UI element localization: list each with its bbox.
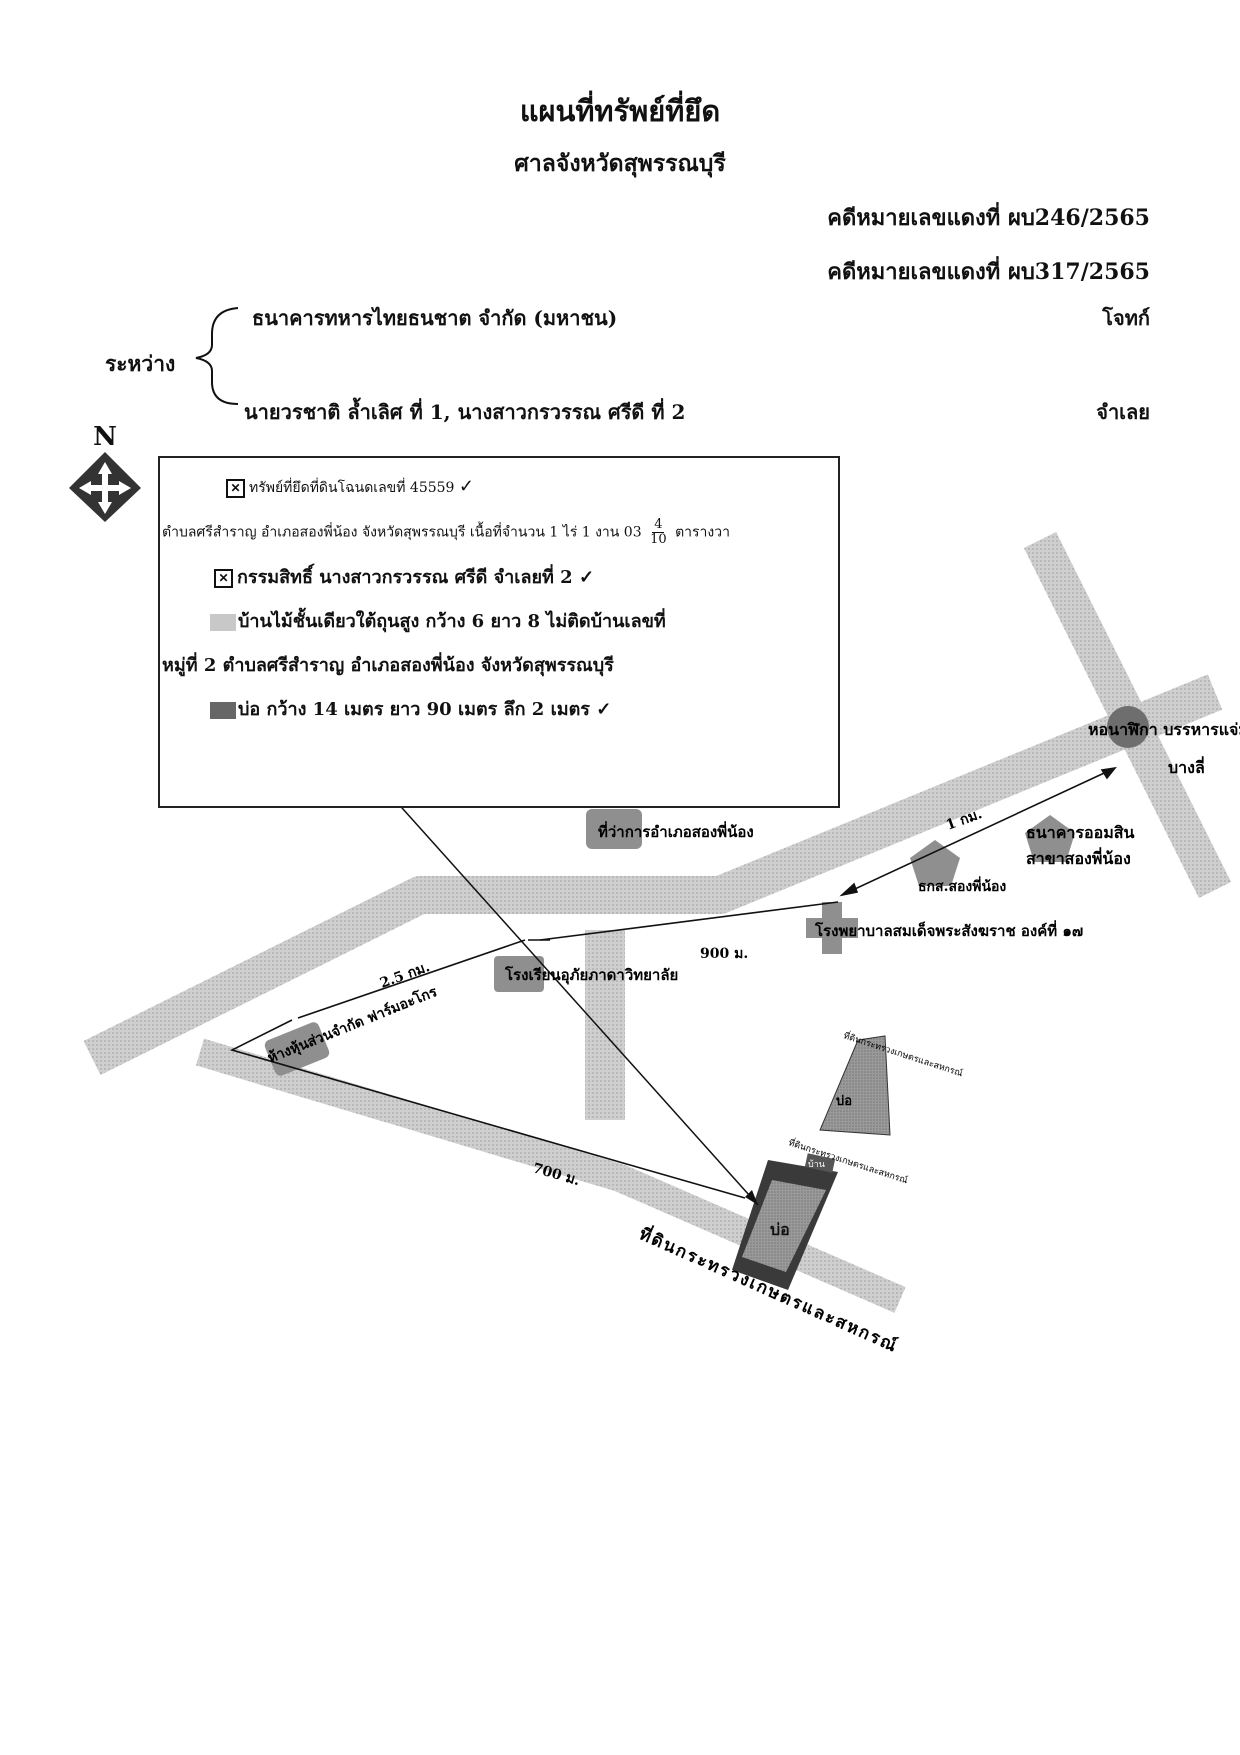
legend-item3-text: บ้านไม้ชั้นเดียวใต้ถุนสูง กว้าง 6 ยาว 8 … bbox=[238, 611, 666, 632]
pond-top-label: บ่อ bbox=[836, 1094, 852, 1109]
legend-item-land-detail: ตำบลศรีสำราญ อำเภอสองพี่น้อง จังหวัดสุพร… bbox=[162, 518, 730, 547]
case-number-2: คดีหมายเลขแดงที่ ผบ317/2565 bbox=[827, 259, 1150, 285]
house-plot-label: บ้าน bbox=[808, 1159, 825, 1170]
compass-arrows-icon bbox=[69, 452, 141, 522]
seized-house bbox=[804, 1153, 836, 1173]
district-office-label: ที่ว่าการอำเภอสองพี่น้อง bbox=[598, 821, 754, 841]
distance-arrow-1km bbox=[839, 766, 1117, 897]
farm-icon bbox=[264, 1022, 330, 1076]
distance-arrow-900m bbox=[528, 901, 839, 941]
north-compass: N bbox=[67, 424, 143, 524]
legend-item-pond: บ่อ กว้าง 14 เมตร ยาว 90 เมตร ลึก 2 เมตร… bbox=[210, 694, 611, 723]
legend-detail-text: ตำบลศรีสำราญ อำเภอสองพี่น้อง จังหวัดสุพร… bbox=[162, 524, 642, 541]
plaintiff-role: โจทก์ bbox=[1102, 306, 1150, 330]
distance-900m-label: 900 ม. bbox=[700, 946, 748, 962]
legend-mark-icon: ✕ bbox=[226, 478, 245, 498]
legend-pointer-arrow bbox=[745, 1190, 758, 1205]
distance-arrow-2-5km bbox=[297, 939, 526, 1019]
farm-label: ห้างหุ้นส่วนจำกัด ฟาร์มอะโกร bbox=[265, 982, 440, 1067]
hospital-icon bbox=[806, 902, 858, 954]
legend-item-ownership: ✕กรรมสิทธิ์ นางสาวกรวรรณ ศรีดี จำเลยที่ … bbox=[214, 562, 594, 591]
gsb-label: ธนาคารออมสิน bbox=[1026, 823, 1135, 842]
tower-sub-label: บางลี่ bbox=[1168, 756, 1205, 777]
defendant-name: นายวรชาติ ล้ำเลิศ ที่ 1, นางสาวกรวรรณ ศร… bbox=[244, 400, 686, 424]
legend-item-seized-land: ✕ทรัพย์ที่ยึดที่ดินโฉนดเลขที่ 45559 ✓ bbox=[226, 476, 474, 499]
case-number-1: คดีหมายเลขแดงที่ ผบ246/2565 bbox=[827, 205, 1150, 231]
pond-plot-label: บ่อ bbox=[770, 1220, 790, 1239]
legend-item4-text: บ่อ กว้าง 14 เมตร ยาว 90 เมตร ลึก 2 เมตร bbox=[238, 699, 590, 720]
map-title: แผนที่ทรัพย์ที่ยึด bbox=[519, 94, 721, 128]
check-mark-icon: ✓ bbox=[596, 699, 612, 720]
legend-box: ✕ทรัพย์ที่ยึดที่ดินโฉนดเลขที่ 45559 ✓ ตำ… bbox=[158, 456, 840, 808]
lower-road bbox=[195, 1038, 906, 1313]
school-label: โรงเรียนอุภัยภาดาวิทยาลัย bbox=[504, 965, 678, 985]
main-road bbox=[83, 674, 1223, 1076]
defendant-role: จำเลย bbox=[1096, 400, 1150, 424]
district-office-icon bbox=[586, 809, 642, 849]
plaintiff-name: ธนาคารทหารไทยธนชาต จำกัด (มหาชน) bbox=[252, 306, 618, 330]
brace-icon bbox=[195, 307, 239, 405]
moac-land-top bbox=[819, 1035, 891, 1136]
between-label: ระหว่าง bbox=[105, 351, 176, 376]
baac-label: ธกส.สองพี่น้อง bbox=[918, 876, 1006, 895]
gsb-sub-label: สาขาสองพี่น้อง bbox=[1026, 847, 1131, 868]
house-swatch bbox=[210, 613, 236, 631]
baac-bank-icon bbox=[910, 840, 960, 886]
check-mark-icon: ✓ bbox=[458, 476, 475, 497]
legend-item1-text: ทรัพย์ที่ยึดที่ดินโฉนดเลขที่ 45559 bbox=[249, 480, 455, 496]
seized-pond bbox=[742, 1180, 826, 1272]
check-mark-icon: ✓ bbox=[578, 567, 595, 588]
legend-detail-unit: ตารางวา bbox=[675, 524, 730, 541]
hospital-label: โรงพยาบาลสมเด็จพระสังฆราช องค์ที่ ๑๗ bbox=[814, 920, 1083, 940]
school-icon bbox=[494, 956, 544, 992]
legend-item2-text: กรรมสิทธิ์ นางสาวกรวรรณ ศรีดี จำเลยที่ 2 bbox=[237, 567, 573, 588]
pond-swatch bbox=[210, 701, 236, 719]
legend-item-house: บ้านไม้ชั้นเดียวใต้ถุนสูง กว้าง 6 ยาว 8 … bbox=[210, 606, 666, 635]
court-name: ศาลจังหวัดสุพรรณบุรี bbox=[514, 150, 726, 177]
gsb-bank-icon bbox=[1025, 815, 1075, 862]
legend-pointer-line bbox=[367, 769, 759, 1206]
north-label: N bbox=[93, 422, 117, 452]
distance-line-700m bbox=[229, 1019, 746, 1199]
clock-tower-icon bbox=[1107, 706, 1149, 748]
tower-label: หอนาฬิกา บรรหารแจ่ม bbox=[1088, 720, 1240, 739]
legend-mark-icon: ✕ bbox=[214, 568, 233, 588]
legend-item-house-location: หมู่ที่ 2 ตำบลศรีสำราญ อำเภอสองพี่น้อง จ… bbox=[162, 655, 614, 676]
